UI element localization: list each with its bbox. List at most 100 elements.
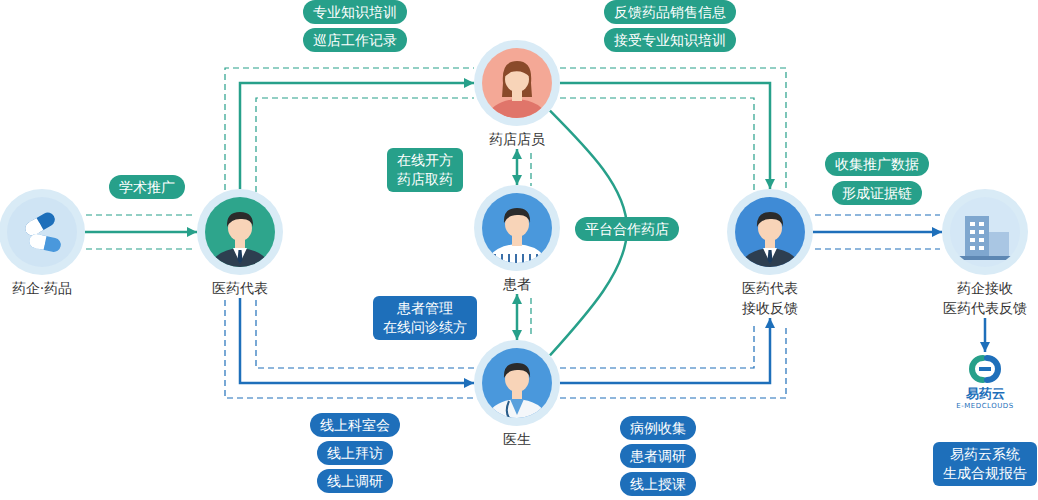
flow-connector [984,318,987,352]
dashed-line [560,98,754,192]
stethoscope [507,401,513,421]
body [483,99,551,127]
tag-pill: 接受专业知识培训 [604,28,736,52]
logo-mark [953,352,1017,386]
logo-text: E-MEDCLOUDS [937,402,1033,411]
node-label: 医药代表 接收反馈 [720,278,820,318]
dashed-line [86,248,196,249]
avatar-icon [473,39,561,127]
dashed-line [815,214,940,215]
stripe [522,254,524,272]
dashed-line [225,68,474,190]
pill-text: 患者管理 在线问诊续方 [381,299,469,337]
avatar-ring [727,189,813,275]
hair [504,363,530,378]
tag-pill: 专业知识培训 [303,0,407,24]
hair [227,212,253,227]
connector-group [85,83,985,383]
tag-pill: 巡店工作记录 [303,28,407,52]
dashed-line [530,153,531,186]
flow-connector [240,298,474,383]
body [736,248,804,276]
pill-text: 巡店工作记录 [313,30,397,50]
icon-figure [23,210,62,253]
body [483,244,551,272]
building-base [959,256,1013,260]
tag-pill: 线上授课 [620,472,696,496]
window [970,230,975,234]
tag-pill: 病例收集 [620,416,696,440]
tag-pill: 形成证据链 [832,181,922,205]
tie [238,250,243,264]
icon-figure [959,216,1013,260]
dashed-line [815,248,940,249]
icon-figure [483,208,551,272]
building-block [989,232,1009,256]
icon-disc [482,348,552,418]
capsule-icon [23,210,58,238]
flow-connector [560,318,770,383]
tag-pill: 学术推广 [109,175,185,199]
pill-text: 接受专业知识培训 [614,30,726,50]
dashed-line [560,324,754,368]
node-label: 药企接收 医药代表反馈 [930,278,1038,318]
capsule-half [23,210,58,238]
logo-node: 易药云E-MEDCLOUDS [937,352,1033,411]
node-label: 患者 [471,274,563,294]
icon-disc [950,197,1020,267]
capsule-half [36,234,47,249]
tag-pill: 线上调研 [317,469,393,493]
pill-text: 反馈药品销售信息 [614,2,726,22]
node-label: 药企·药品 [0,278,88,298]
tag-pill: 线上拜访 [317,441,393,465]
avatar-icon [941,188,1029,276]
pill-text: 收集推广数据 [835,154,919,174]
tag-pill: 线上科室会 [310,413,400,437]
dashed-line [256,300,474,368]
hair [502,61,532,97]
pill-text: 在线开方 药店取药 [395,151,455,189]
flow-connector [85,231,197,234]
flow-connector [516,294,519,340]
body [483,399,551,427]
avatar-ring [197,189,283,275]
dashed-line [560,68,786,190]
icon-disc [735,197,805,267]
tag-pill: 收集推广数据 [825,152,929,176]
capsule-icon [28,233,62,253]
avatar-icon [473,184,561,272]
capsule-half [30,218,44,234]
icon-disc [7,197,77,267]
pill-text: 病例收集 [630,418,686,438]
hair [504,208,530,223]
shirt [763,248,777,263]
node-label: 医生 [471,429,563,449]
window [979,238,984,242]
capsule-half [28,233,62,253]
avatar-icon [473,339,561,427]
flow-connector [813,231,942,234]
pill-text: 患者调研 [630,446,686,466]
node-label: 药店店员 [471,129,563,149]
edge-label: 平台合作药店 [575,217,679,241]
avatar-icon [0,188,86,276]
stripe [529,254,531,272]
shirt [510,399,524,415]
pill-text: 专业知识培训 [313,2,397,22]
pill-text: 线上拜访 [327,443,383,463]
fringe [504,63,530,77]
dashed-line [560,324,786,398]
window [970,246,975,250]
hair [757,212,783,227]
report-box: 易药云系统 生成合规报告 [933,442,1037,486]
stripe [494,254,496,272]
company-feedback-node: 药企接收 医药代表反馈 [930,188,1038,318]
capsule-half [28,233,47,250]
shirt [233,248,247,263]
logo-text: 易药云 [937,386,1033,402]
avatar-icon [196,188,284,276]
avatar-ring [942,189,1028,275]
tag-pill: 反馈药品销售信息 [604,0,736,24]
window [970,222,975,226]
